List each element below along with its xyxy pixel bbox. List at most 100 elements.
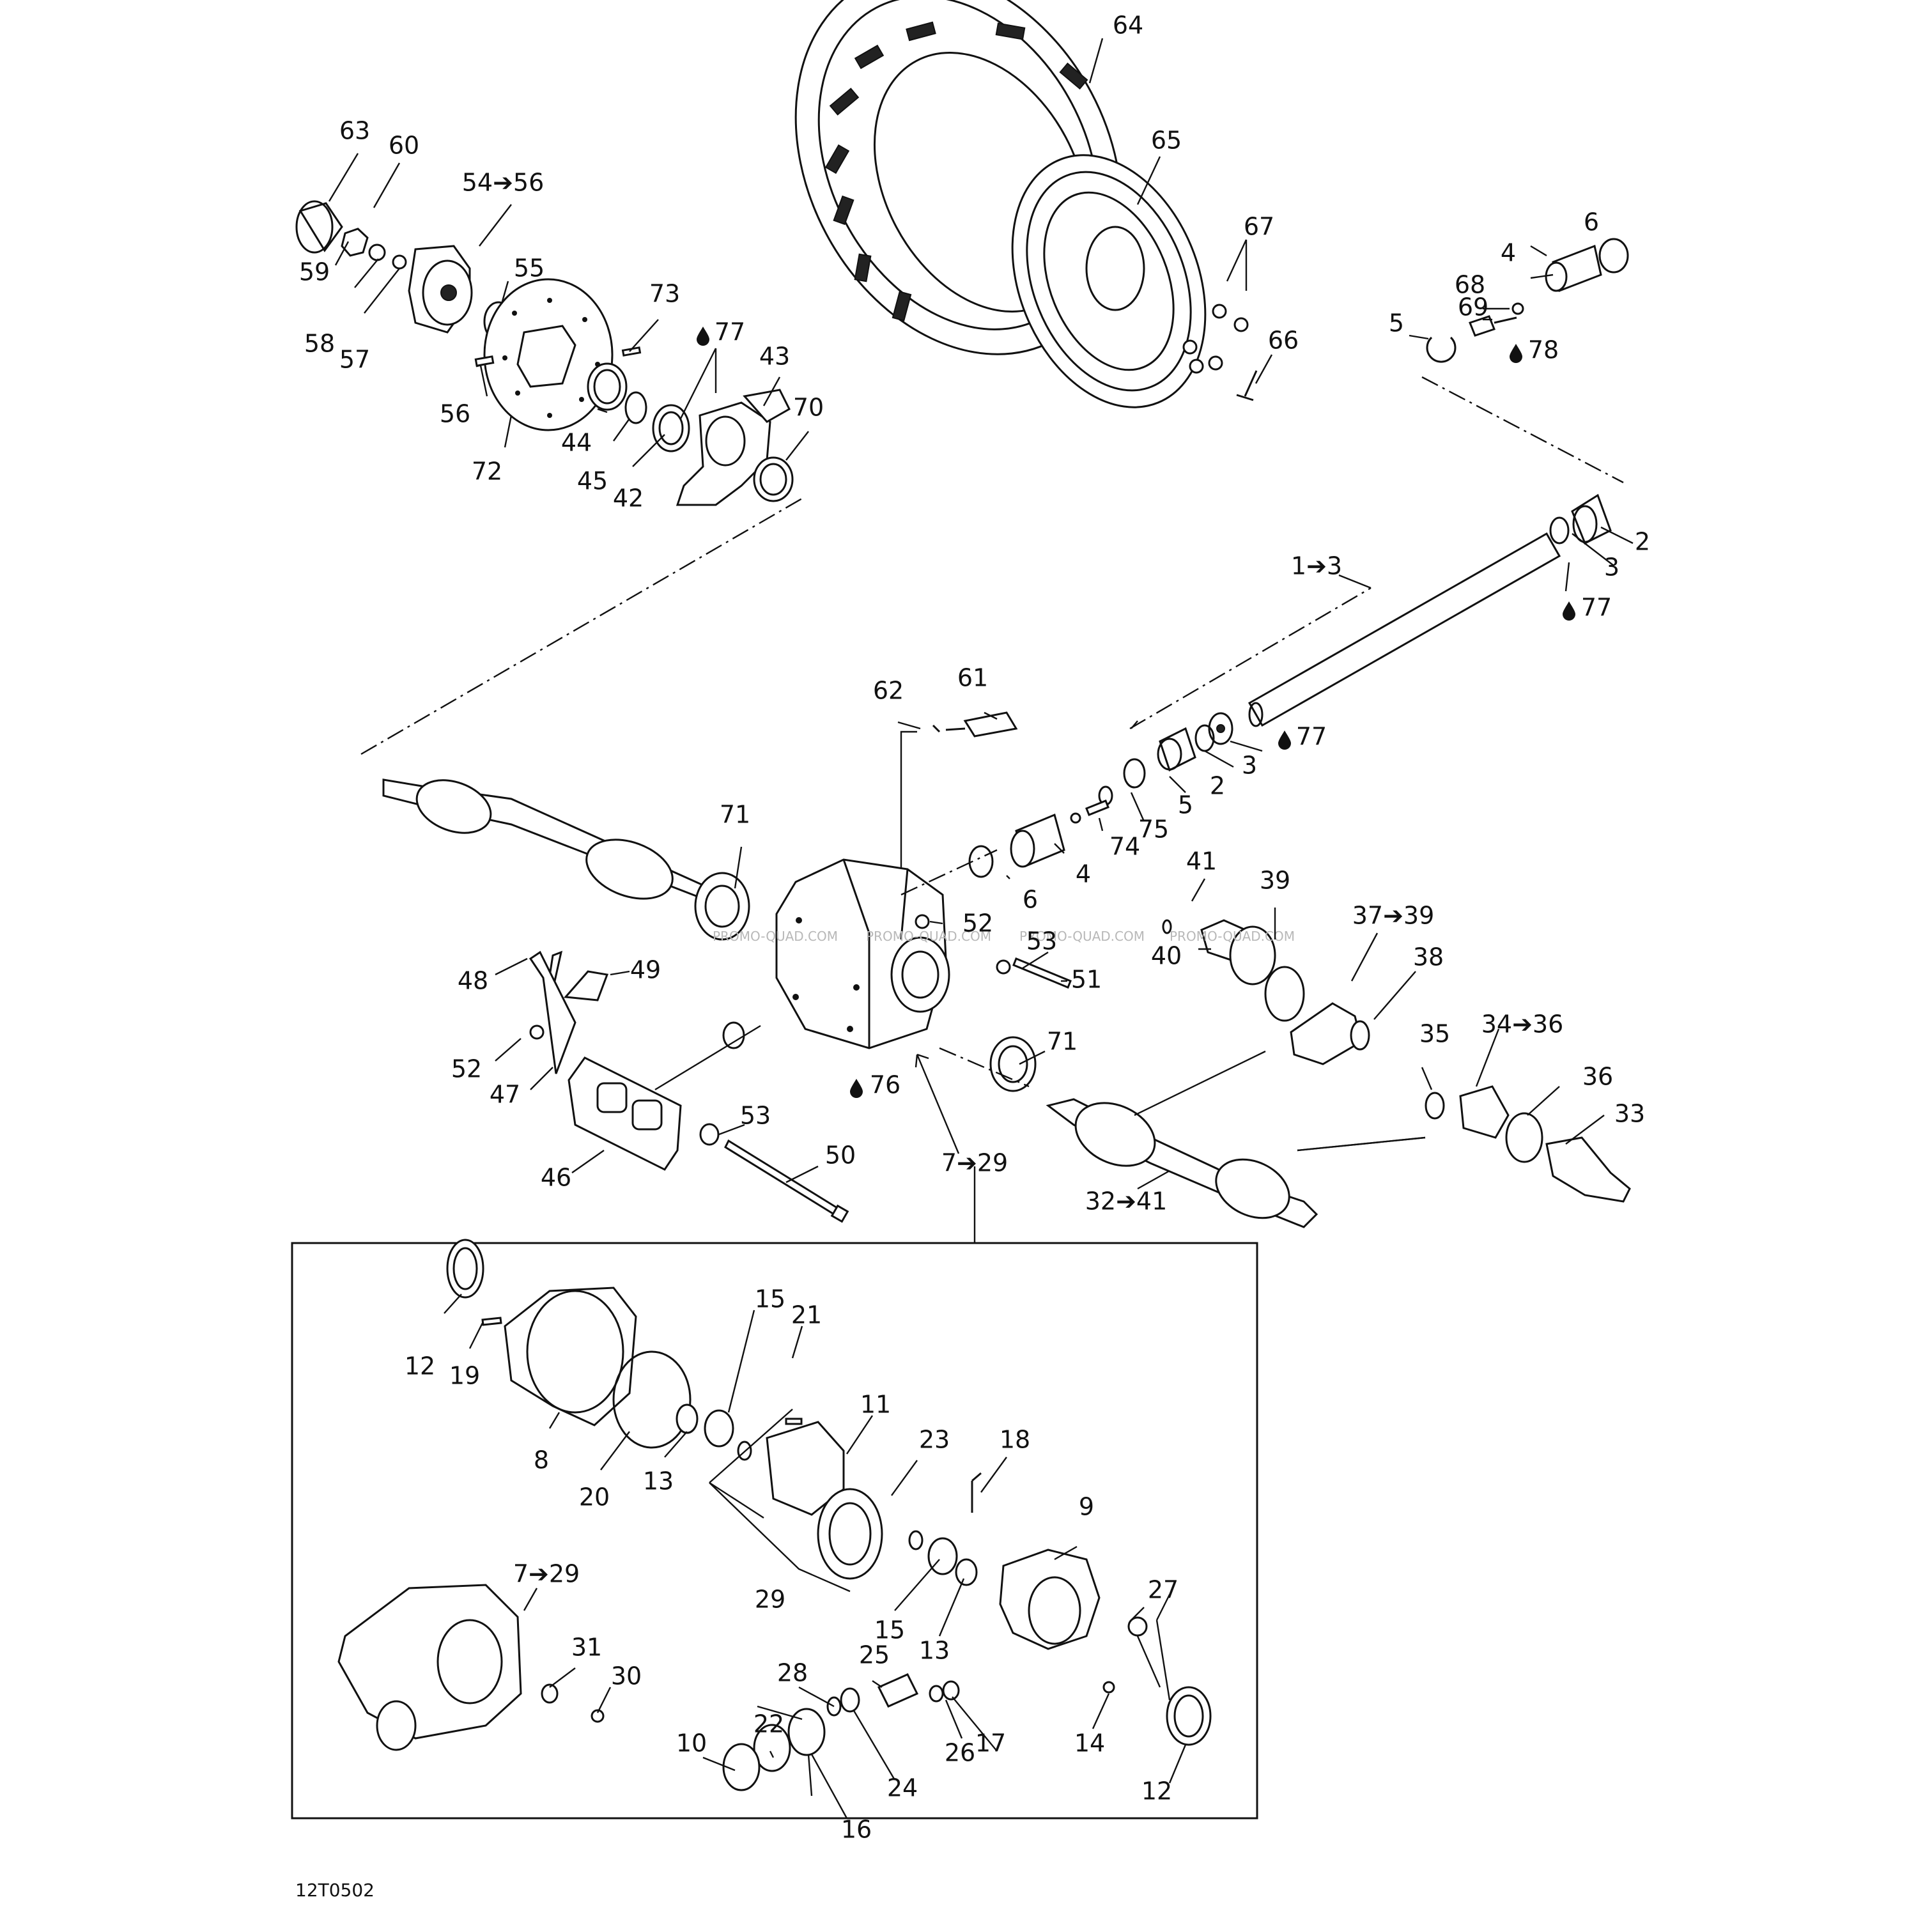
upper-right-parts <box>1426 238 1629 545</box>
svg-text:PROMO-QUAD.COM: PROMO-QUAD.COM <box>1170 929 1295 944</box>
callout-6a: 6 <box>1584 208 1599 236</box>
callout-35: 35 <box>1419 1020 1450 1048</box>
callout-62: 62 <box>873 677 904 705</box>
callout-70: 70 <box>793 394 824 422</box>
knuckle <box>676 401 771 506</box>
svg-text:PROMO-QUAD.COM: PROMO-QUAD.COM <box>1019 929 1145 944</box>
oil-drop-icon <box>1563 601 1575 621</box>
callout-30: 30 <box>611 1662 642 1690</box>
rim <box>1011 154 1207 408</box>
drive-shaft-1-3 <box>1123 532 1561 789</box>
assembly-lines <box>360 376 1624 1243</box>
callout-4b: 4 <box>1076 860 1091 888</box>
oil-drop-icon <box>850 1079 863 1098</box>
callout-13a: 13 <box>643 1467 674 1495</box>
callout-7-29a: 7➔29 <box>941 1149 1008 1177</box>
callout-18: 18 <box>1000 1426 1030 1454</box>
callout-43: 43 <box>759 343 790 371</box>
cv-joint-parts <box>1162 919 1631 1203</box>
callout-20: 20 <box>579 1483 610 1511</box>
callout-8: 8 <box>534 1446 549 1474</box>
callout-77a: 77 <box>715 318 745 346</box>
callout-16: 16 <box>841 1816 872 1844</box>
oil-drop-icon <box>697 327 709 346</box>
callout-31: 31 <box>571 1634 602 1662</box>
callout-23: 23 <box>919 1426 950 1454</box>
callout-32-41: 32➔41 <box>1085 1187 1168 1216</box>
callout-71a: 71 <box>720 801 750 829</box>
callout-7-29b: 7➔29 <box>513 1560 580 1588</box>
callout-10: 10 <box>676 1729 707 1758</box>
callout-58: 58 <box>304 330 335 358</box>
callout-44: 44 <box>561 429 592 457</box>
callout-24: 24 <box>887 1774 918 1802</box>
callout-2b: 2 <box>1210 772 1225 800</box>
callout-56: 56 <box>440 400 470 428</box>
drawing-number: 12T0502 <box>295 1880 375 1901</box>
callout-52b: 52 <box>451 1055 482 1083</box>
callout-3a: 3 <box>1604 553 1619 582</box>
callout-15a: 15 <box>755 1285 785 1313</box>
small-hardware <box>722 914 1072 1092</box>
callout-53a: 53 <box>1026 927 1057 955</box>
callout-77c: 77 <box>1296 723 1327 751</box>
callout-5a: 5 <box>1389 309 1404 337</box>
callout-45: 45 <box>577 467 608 495</box>
callout-75: 75 <box>1138 815 1169 844</box>
wheel-nuts <box>1182 304 1258 401</box>
exploded-diff-parts <box>337 1239 1212 1791</box>
callout-54-56: 54➔56 <box>462 169 545 197</box>
callout-41: 41 <box>1186 847 1217 876</box>
callout-22: 22 <box>753 1710 784 1738</box>
cap <box>295 200 334 254</box>
oil-drop-icon <box>1510 344 1522 363</box>
callout-15b: 15 <box>874 1616 905 1644</box>
callout-6b: 6 <box>1023 886 1038 914</box>
callout-12a: 12 <box>405 1352 435 1380</box>
callout-78: 78 <box>1528 336 1559 364</box>
callout-5b: 5 <box>1178 791 1193 819</box>
callout-59: 59 <box>299 258 330 286</box>
callout-66: 66 <box>1268 327 1299 355</box>
right-axle <box>1046 1098 1318 1228</box>
callout-48: 48 <box>458 967 488 995</box>
tire-assembly <box>794 0 1207 408</box>
callout-72: 72 <box>472 458 502 486</box>
callout-33: 33 <box>1614 1100 1645 1128</box>
callout-36: 36 <box>1582 1063 1613 1091</box>
differential-housing <box>775 858 950 1049</box>
callout-25: 25 <box>859 1641 890 1669</box>
callout-9: 9 <box>1079 1493 1094 1521</box>
callout-13b: 13 <box>919 1637 950 1665</box>
callout-69: 69 <box>1458 293 1488 321</box>
callout-74: 74 <box>1109 833 1140 861</box>
callout-29: 29 <box>755 1586 785 1614</box>
watermark: PROMO-QUAD.COM PROMO-QUAD.COM PROMO-QUAD… <box>713 929 1295 944</box>
callout-50: 50 <box>825 1141 856 1170</box>
callout-68: 68 <box>1455 271 1485 299</box>
callout-28: 28 <box>777 1659 808 1687</box>
callout-61: 61 <box>957 664 988 692</box>
callout-60: 60 <box>389 132 419 160</box>
callout-17: 17 <box>975 1729 1006 1758</box>
callout-labels: 64 65 67 66 63 60 54➔56 55 59 58 57 56 7… <box>299 12 1650 1844</box>
callout-2a: 2 <box>1635 528 1650 556</box>
callout-4a: 4 <box>1501 239 1516 267</box>
svg-text:PROMO-QUAD.COM: PROMO-QUAD.COM <box>866 929 991 944</box>
callout-77b: 77 <box>1581 594 1612 622</box>
callout-52a: 52 <box>962 909 993 938</box>
callout-40: 40 <box>1151 942 1182 970</box>
callout-42: 42 <box>613 484 644 513</box>
callout-71b: 71 <box>1047 1028 1078 1056</box>
callout-51: 51 <box>1071 966 1102 994</box>
callout-21: 21 <box>791 1301 822 1329</box>
callout-63: 63 <box>339 117 370 145</box>
callout-3b: 3 <box>1242 752 1257 780</box>
callout-34-36: 34➔36 <box>1481 1010 1564 1039</box>
callout-27: 27 <box>1148 1576 1179 1604</box>
callout-64: 64 <box>1113 12 1143 40</box>
callout-leaders <box>328 38 1634 1819</box>
callout-12b: 12 <box>1141 1777 1172 1805</box>
callout-76: 76 <box>870 1071 900 1099</box>
